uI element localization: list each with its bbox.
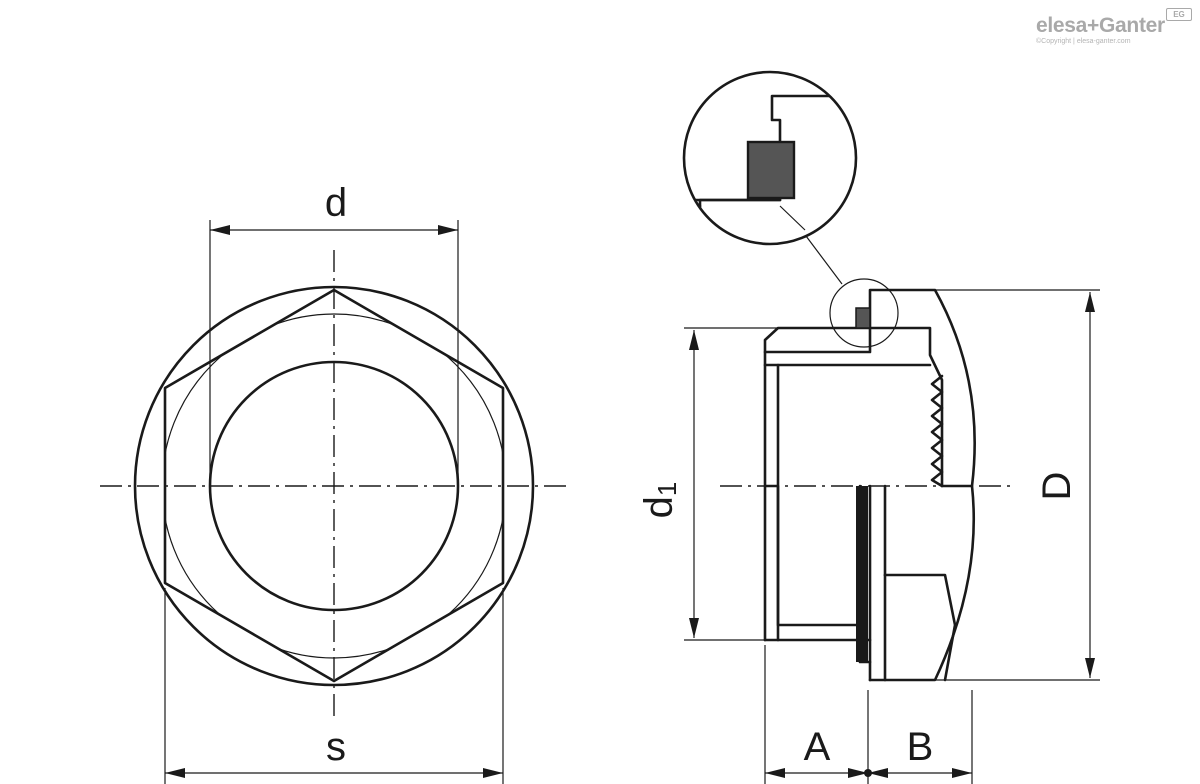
- label-d1-main: d: [637, 496, 681, 518]
- thread-profile: [930, 374, 944, 488]
- cap-section: [868, 288, 976, 488]
- dimension-D: D: [935, 289, 1100, 681]
- label-s: s: [326, 725, 346, 769]
- front-view: [100, 250, 568, 720]
- detail-circle: [682, 70, 858, 246]
- dimension-A-B: A B: [764, 645, 973, 784]
- label-A: A: [804, 725, 831, 769]
- brand-name: elesa+Ganter: [1036, 14, 1165, 37]
- dimension-s: s: [164, 588, 504, 784]
- hexagon-outline: [163, 288, 505, 683]
- label-B: B: [907, 725, 934, 769]
- dimension-d: d: [209, 181, 459, 486]
- seal-detail: [746, 140, 796, 200]
- seal-small: [855, 307, 871, 329]
- detail-callout: [682, 70, 899, 348]
- dome-lower: [868, 484, 976, 682]
- label-d1-subscript: 1: [652, 482, 682, 496]
- dimension-d1: d1: [637, 327, 778, 641]
- hex-flat-lower: [883, 573, 957, 682]
- flange-section: [763, 326, 872, 354]
- label-d: d: [325, 181, 347, 225]
- label-D: D: [1035, 472, 1079, 501]
- brand-badge: EG: [1166, 8, 1192, 21]
- brand-copyright: ©Copyright | elesa-ganter.com: [1036, 38, 1131, 45]
- label-d1: d1: [637, 482, 682, 519]
- brand-logo: elesa+Ganter EG ©Copyright | elesa-gante…: [1036, 8, 1196, 48]
- o-ring: [856, 486, 868, 662]
- side-view: [720, 288, 1012, 682]
